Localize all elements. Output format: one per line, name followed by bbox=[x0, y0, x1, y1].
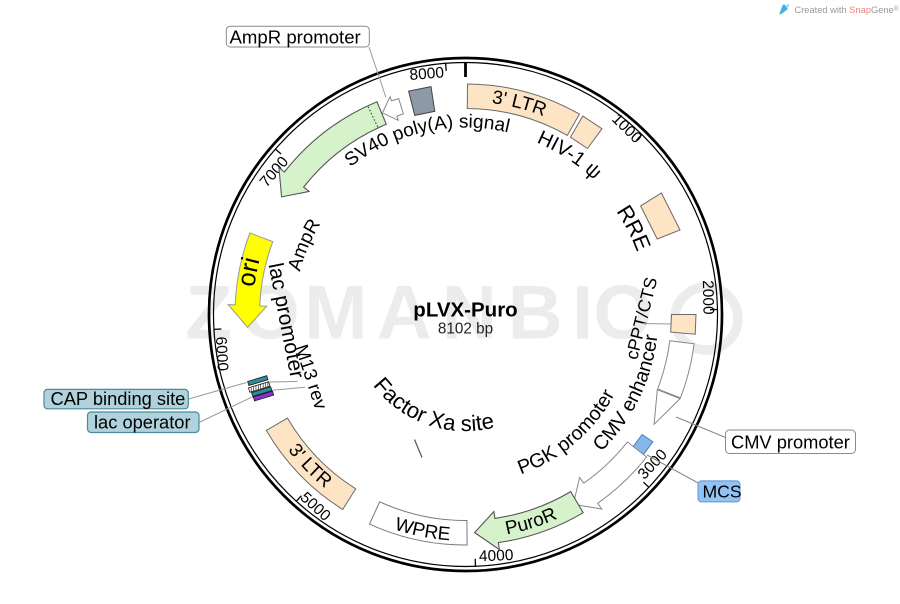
svg-text:2000: 2000 bbox=[699, 280, 717, 315]
svg-text:MCS: MCS bbox=[703, 481, 742, 501]
svg-text:CMV promoter: CMV promoter bbox=[731, 432, 850, 453]
svg-text:AmpR promoter: AmpR promoter bbox=[230, 26, 361, 47]
svg-text:Created with SnapGene®: Created with SnapGene® bbox=[795, 5, 899, 16]
svg-text:6000: 6000 bbox=[212, 336, 231, 372]
svg-text:8102 bp: 8102 bp bbox=[438, 321, 493, 338]
svg-text:4000: 4000 bbox=[479, 547, 515, 565]
svg-text:CAP binding site: CAP binding site bbox=[51, 388, 186, 409]
svg-text:pLVX-Puro: pLVX-Puro bbox=[413, 299, 517, 322]
svg-text:lac operator: lac operator bbox=[94, 411, 191, 432]
svg-text:8000: 8000 bbox=[409, 64, 445, 84]
